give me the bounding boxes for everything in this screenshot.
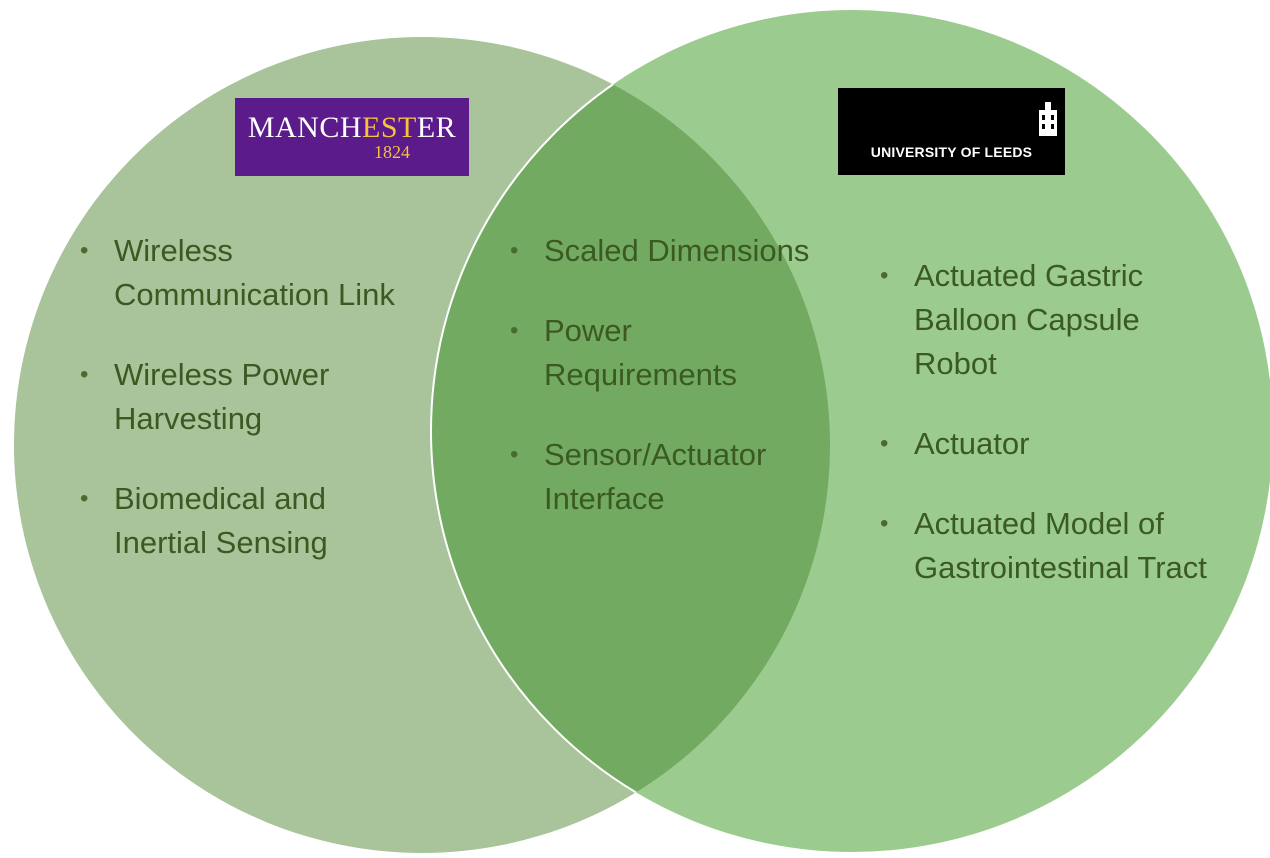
overlap-set-list: Scaled Dimensions Power Requirements Sen… — [510, 229, 830, 557]
manchester-logo-word-b: EST — [362, 111, 417, 144]
manchester-logo-word-c: ER — [416, 111, 457, 144]
right-circle-outline — [430, 37, 830, 853]
left-item: Wireless Communication Link — [80, 229, 400, 317]
left-set-list: Wireless Communication Link Wireless Pow… — [80, 229, 400, 601]
right-item: Actuator — [880, 422, 1220, 466]
right-item: Actuated Gastric Balloon Capsule Robot — [880, 254, 1220, 386]
overlap-item: Scaled Dimensions — [510, 229, 830, 273]
leeds-logo-name: UNIVERSITY OF LEEDS — [870, 144, 1033, 160]
left-item: Wireless Power Harvesting — [80, 353, 400, 441]
manchester-logo-word: MANCHESTER — [235, 98, 469, 143]
manchester-logo: MANCHESTER 1824 — [235, 98, 469, 176]
overlap-item: Sensor/Actuator Interface — [510, 433, 830, 521]
leeds-logo: UNIVERSITY OF LEEDS — [838, 88, 1065, 175]
overlap-region — [431, 37, 830, 852]
right-item: Actuated Model of Gastrointestinal Tract — [880, 502, 1220, 590]
leeds-tower-icon — [1039, 102, 1057, 136]
left-item: Biomedical and Inertial Sensing — [80, 477, 400, 565]
overlap-item: Power Requirements — [510, 309, 830, 397]
manchester-logo-year: 1824 — [374, 142, 410, 162]
manchester-logo-word-a: MANCH — [247, 111, 362, 144]
right-set-list: Actuated Gastric Balloon Capsule Robot A… — [880, 254, 1220, 626]
